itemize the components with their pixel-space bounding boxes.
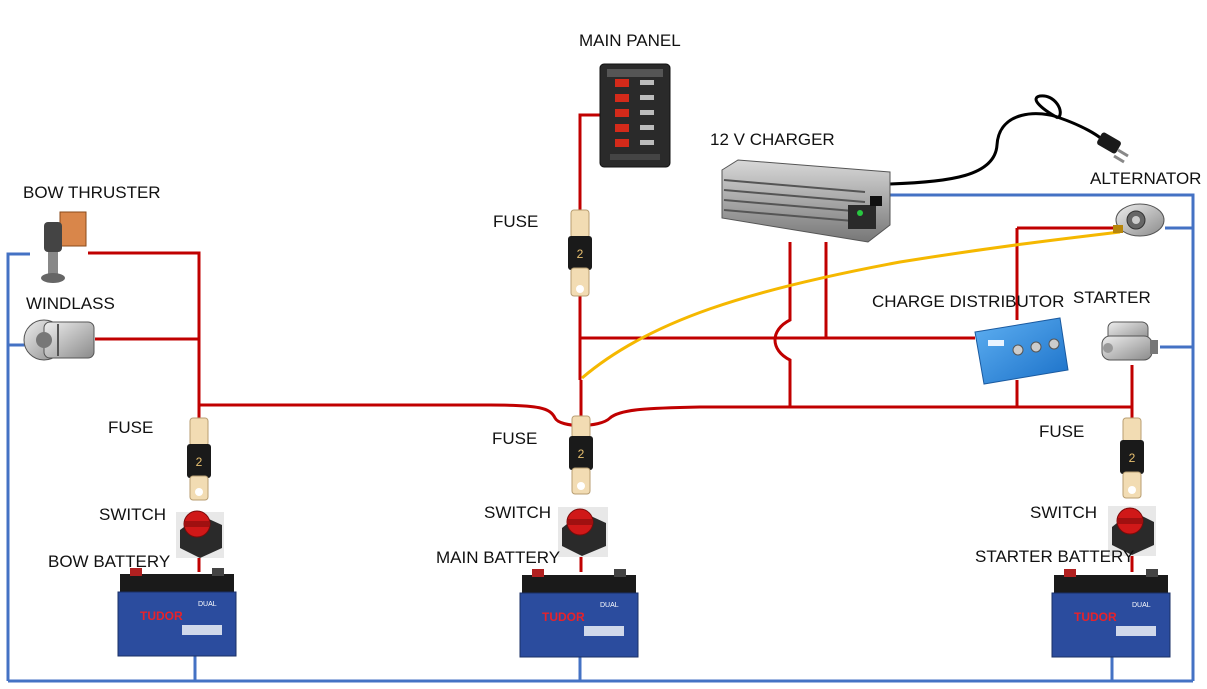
fuse-panel-icon: 2 bbox=[568, 209, 592, 297]
fuse-bow-icon: 2 bbox=[187, 417, 211, 501]
positive-wire-distributor-main bbox=[1015, 226, 1118, 320]
label-windlass: WINDLASS bbox=[26, 294, 115, 313]
switch-bow-icon bbox=[176, 510, 224, 558]
label-bow-battery: BOW BATTERY bbox=[48, 552, 171, 571]
positive-wire-bow-thruster bbox=[88, 251, 201, 405]
battery-main-type: DUAL bbox=[600, 602, 619, 609]
label-starter-battery: STARTER BATTERY bbox=[975, 547, 1135, 566]
battery-bow-type: DUAL bbox=[198, 601, 217, 608]
svg-text:2: 2 bbox=[1129, 451, 1136, 465]
battery-starter-type: DUAL bbox=[1132, 602, 1151, 609]
label-fuse-panel: FUSE bbox=[493, 212, 539, 231]
label-charger: 12 V CHARGER bbox=[710, 130, 835, 149]
charge-distributor-icon bbox=[974, 317, 1069, 385]
label-fuse-starter: FUSE bbox=[1039, 422, 1085, 441]
negative-wires bbox=[6, 193, 1195, 683]
switch-main-icon bbox=[558, 507, 608, 557]
label-main-panel: MAIN PANEL bbox=[579, 31, 681, 50]
battery-bow-brand: TUDOR bbox=[140, 609, 183, 623]
negative-wire-left bbox=[6, 252, 30, 681]
positive-wires bbox=[88, 113, 1134, 572]
battery-bow-icon: TUDOR DUAL bbox=[117, 568, 237, 657]
switch-starter-icon bbox=[1108, 506, 1156, 556]
battery-main-icon: TUDOR DUAL bbox=[519, 569, 639, 658]
bow-thruster-icon bbox=[41, 211, 87, 283]
label-alternator: ALTERNATOR bbox=[1090, 169, 1202, 188]
label-fuse-main: FUSE bbox=[492, 429, 538, 448]
label-fuse-bow: FUSE bbox=[108, 418, 154, 437]
positive-wire-main-bus bbox=[199, 403, 1132, 427]
fuse-main-icon: 2 bbox=[569, 415, 593, 495]
label-charge-distributor: CHARGE DISTRIBUTOR bbox=[872, 292, 1065, 311]
battery-starter-icon: TUDOR DUAL bbox=[1051, 569, 1171, 658]
alternator-wire bbox=[581, 230, 1121, 380]
battery-starter-brand: TUDOR bbox=[1074, 610, 1117, 624]
windlass-icon bbox=[23, 319, 95, 361]
label-starter: STARTER bbox=[1073, 288, 1151, 307]
svg-text:2: 2 bbox=[577, 247, 584, 261]
mains-cable bbox=[889, 94, 1110, 186]
negative-wire-right bbox=[890, 193, 1195, 681]
positive-wire-charger-crossover bbox=[773, 242, 792, 407]
battery-main-brand: TUDOR bbox=[542, 610, 585, 624]
alternator-icon bbox=[1113, 203, 1165, 237]
mains-plug-icon bbox=[1097, 132, 1129, 164]
charger-icon bbox=[721, 159, 891, 243]
svg-text:2: 2 bbox=[196, 455, 203, 469]
starter-icon bbox=[1101, 321, 1158, 361]
label-switch-starter: SWITCH bbox=[1030, 503, 1098, 522]
main-panel-icon bbox=[599, 63, 671, 168]
label-main-battery: MAIN BATTERY bbox=[436, 548, 561, 567]
fuse-starter-icon: 2 bbox=[1120, 417, 1144, 499]
svg-text:2: 2 bbox=[578, 447, 585, 461]
negative-wire-batteries bbox=[193, 655, 1114, 681]
label-bow-thruster: BOW THRUSTER bbox=[23, 183, 161, 202]
label-switch-main: SWITCH bbox=[484, 503, 552, 522]
label-switch-bow: SWITCH bbox=[99, 505, 167, 524]
